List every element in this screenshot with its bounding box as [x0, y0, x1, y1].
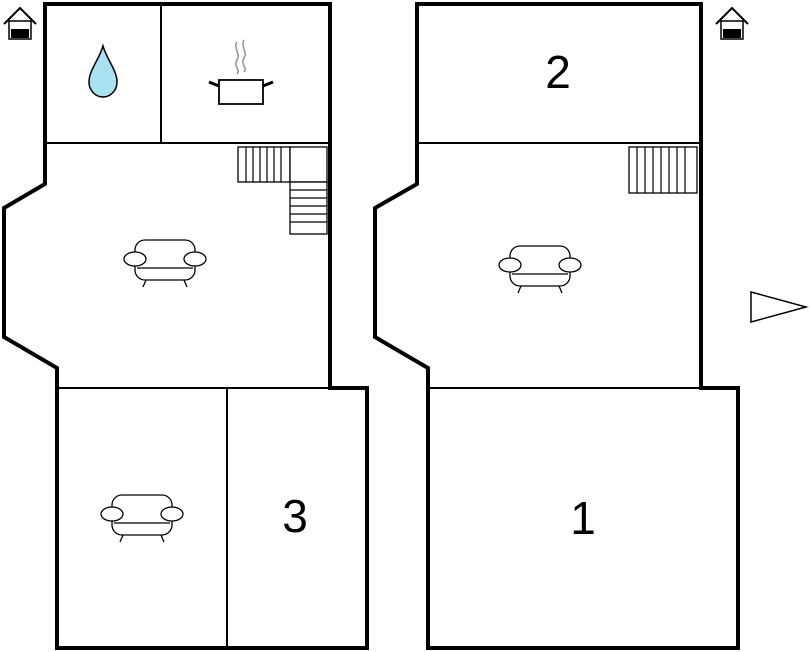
cooking-pot-icon: [208, 39, 274, 105]
room-label-2: 2: [545, 46, 571, 98]
floor-2: 2 1: [373, 2, 749, 650]
staircase: [237, 146, 328, 235]
floor-2-outer-wall: [373, 2, 740, 650]
house-entrance-icon: [715, 6, 749, 40]
north-arrow-icon: [750, 291, 809, 323]
water-drop-icon: [88, 43, 118, 98]
floor-1: 3: [1, 2, 369, 650]
floor-1-outer-wall: [1, 2, 369, 650]
room-label-1: 1: [570, 492, 596, 544]
room-label-3: 3: [282, 490, 308, 542]
sofa-icon: [123, 239, 207, 288]
sofa-icon: [498, 245, 582, 294]
staircase: [628, 146, 698, 194]
house-entrance-icon: [3, 6, 37, 40]
sofa-icon: [100, 494, 184, 543]
